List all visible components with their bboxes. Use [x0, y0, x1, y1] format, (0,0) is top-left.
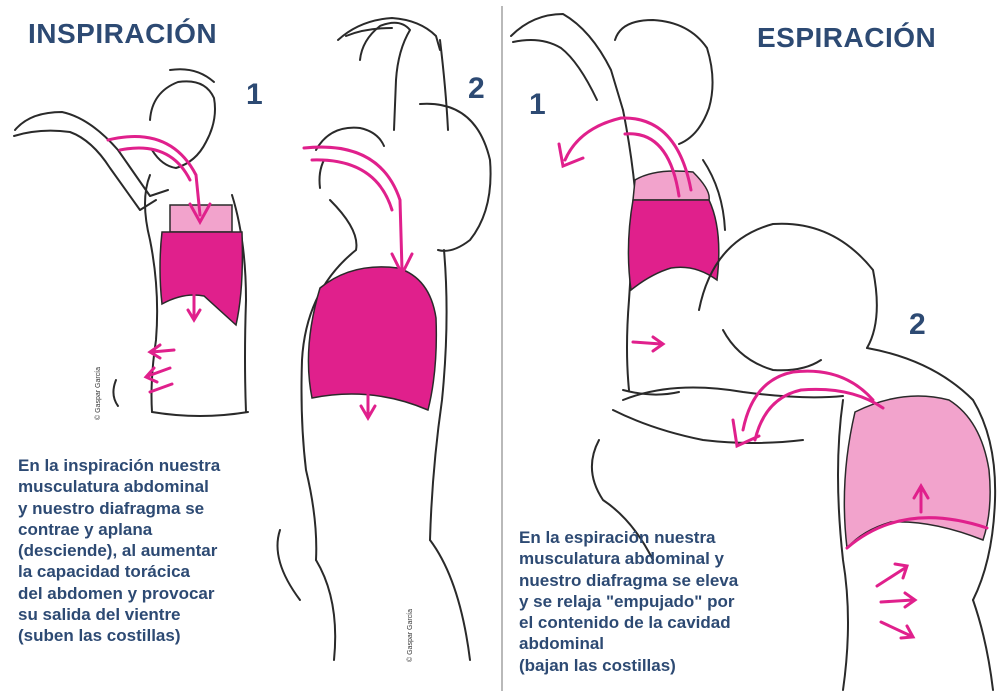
inspiration-description-line: y nuestro diafragma se [18, 498, 220, 519]
espiration-description-line: musculatura abdominal y [519, 548, 738, 569]
inspiration-panel: INSPIRACIÓN 1 2 © Gaspar García [0, 0, 502, 697]
espiration-lung-1 [628, 171, 718, 290]
inspiration-description-line: musculatura abdominal [18, 476, 220, 497]
inspiration-description-line: (suben las costillas) [18, 625, 220, 646]
inspiration-credit-2: © Gaspar García [406, 609, 414, 662]
espiration-lung-2 [844, 396, 990, 548]
inspiration-credit-1: © Gaspar García [94, 367, 102, 420]
espiration-description-line: (bajan las costillas) [519, 655, 738, 676]
espiration-description-line: y se relaja "empujado" por [519, 591, 738, 612]
espiration-description: En la espiración nuestra musculatura abd… [519, 527, 738, 676]
inspiration-lung-2 [308, 267, 436, 410]
espiration-figure-1 [511, 14, 725, 560]
espiration-description-line: abdominal [519, 633, 738, 654]
inspiration-description-line: (desciende), al aumentar [18, 540, 220, 561]
inspiration-description-line: la capacidad torácica [18, 561, 220, 582]
inspiration-description: En la inspiración nuestra musculatura ab… [18, 455, 220, 647]
espiration-description-line: nuestro diafragma se eleva [519, 570, 738, 591]
espiration-description-line: el contenido de la cavidad [519, 612, 738, 633]
inspiration-lung-1 [160, 205, 242, 325]
inspiration-description-line: En la inspiración nuestra [18, 455, 220, 476]
espiration-panel: ESPIRACIÓN 1 2 [503, 0, 1000, 697]
inspiration-description-line: del abdomen y provocar [18, 583, 220, 604]
espiration-description-line: En la espiración nuestra [519, 527, 738, 548]
inspiration-description-line: contrae y aplana [18, 519, 220, 540]
inspiration-description-line: su salida del vientre [18, 604, 220, 625]
